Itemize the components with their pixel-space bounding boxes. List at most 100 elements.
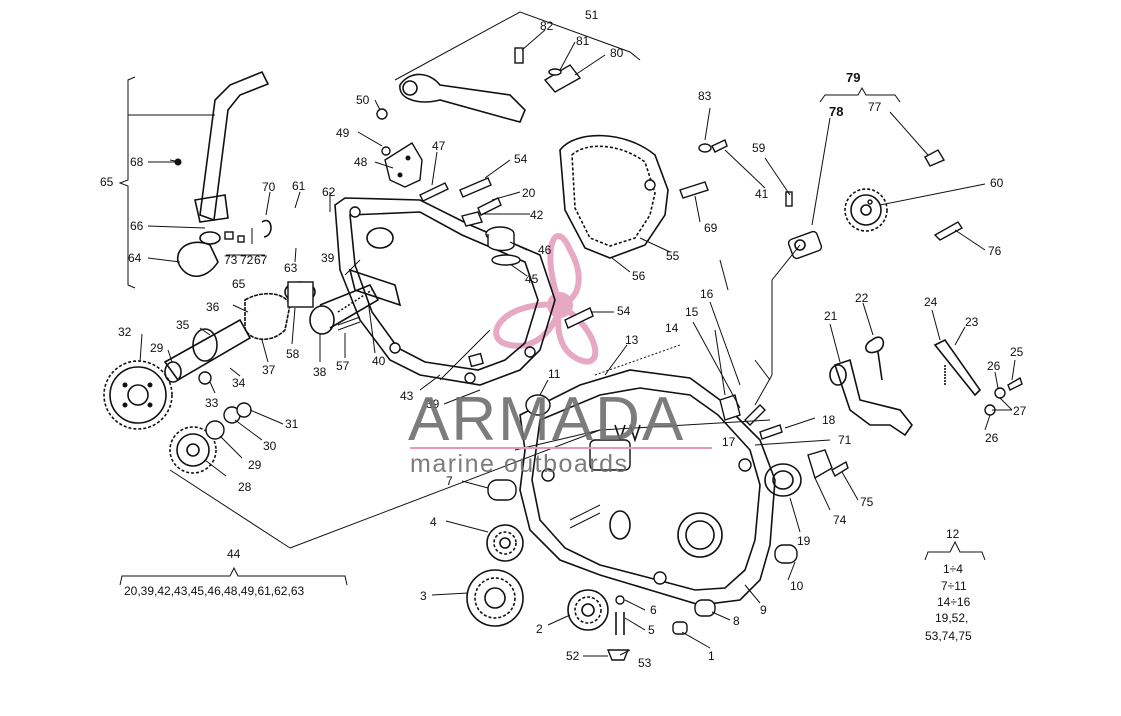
callout: 37 — [262, 363, 276, 377]
callout: 59 — [752, 141, 766, 155]
clutch-cover-55-56 — [559, 134, 728, 259]
callout: 25 — [1010, 345, 1024, 359]
callout: 72 — [240, 253, 254, 267]
callout-labels: 1 2 3 4 5 6 7 8 9 10 11 13 14 15 16 17 1… — [100, 8, 1027, 670]
callout: 81 — [576, 34, 590, 48]
callout: 36 — [206, 300, 220, 314]
kit-12-line: 19,52, — [935, 611, 968, 625]
callout: 17 — [722, 435, 736, 449]
oil-pump-sprocket — [785, 149, 964, 260]
fasteners-47-54-20-42-46-45 — [419, 177, 594, 329]
callout: 23 — [965, 315, 979, 329]
callout: 45 — [525, 272, 539, 286]
callout: 24 — [924, 295, 938, 309]
kit-12-line: 7÷11 — [941, 579, 967, 593]
callout: 29 — [248, 458, 262, 472]
kit-12-line: 1÷4 — [943, 562, 963, 576]
gear-selector-levers — [829, 336, 1023, 437]
callout: 26 — [987, 359, 1001, 373]
callout: 8 — [733, 614, 740, 628]
callout: 16 — [700, 287, 714, 301]
callout: 5 — [648, 623, 655, 637]
callout: 80 — [610, 46, 624, 60]
callout: 32 — [118, 325, 132, 339]
callout: 75 — [860, 495, 874, 509]
callout: 26 — [985, 431, 999, 445]
callout: 38 — [313, 365, 327, 379]
watermark-propeller-logo — [493, 233, 599, 365]
callout: 52 — [566, 649, 580, 663]
callout: 61 — [292, 179, 306, 193]
callout: 64 — [128, 251, 142, 265]
callout: 31 — [285, 417, 299, 431]
callout: 78 — [829, 104, 843, 119]
callout: 56 — [632, 269, 646, 283]
callout: 49 — [336, 126, 350, 140]
kit-12-line: 14÷16 — [937, 595, 971, 609]
callout: 55 — [666, 249, 680, 263]
callout: 54 — [617, 304, 631, 318]
callout: 66 — [130, 219, 144, 233]
watermark-brand: ARMADA — [408, 385, 685, 454]
callout: 21 — [824, 309, 838, 323]
callout: 65 — [100, 175, 114, 189]
callout: 28 — [238, 480, 252, 494]
callout: 65 — [232, 277, 246, 291]
callout: 39 — [321, 251, 335, 265]
callout: 15 — [685, 305, 699, 319]
callout: 57 — [336, 359, 350, 373]
kit-12-bracket — [924, 540, 986, 561]
callout: 19 — [797, 534, 811, 548]
callout: 29 — [150, 341, 164, 355]
callout: 70 — [262, 180, 276, 194]
callout: 51 — [585, 8, 599, 22]
kit-44-label: 44 — [227, 547, 241, 561]
callout: 71 — [838, 433, 852, 447]
callout: 74 — [833, 513, 847, 527]
leader-lines — [139, 29, 1016, 657]
callout: 48 — [354, 155, 368, 169]
callout: 60 — [990, 176, 1004, 190]
kickstart-lever — [169, 70, 270, 278]
kit-12-label: 12 — [946, 527, 960, 541]
seals-bushings — [487, 394, 849, 661]
gear-28 — [169, 426, 217, 474]
callout: 11 — [548, 367, 561, 381]
callout: 77 — [868, 100, 882, 114]
callout: 7 — [446, 474, 453, 488]
callout: 47 — [432, 139, 446, 153]
kit-12-line: 53,74,75 — [925, 629, 972, 643]
bearings-2-3-4 — [466, 524, 609, 631]
callout: 1 — [708, 649, 715, 663]
watermark-tagline: marine outboards — [410, 450, 629, 478]
callout: 14 — [665, 321, 679, 335]
callout: 3 — [420, 589, 427, 603]
callout: 41 — [755, 187, 769, 201]
callout: 82 — [540, 19, 554, 33]
callout: 42 — [530, 208, 544, 222]
callout: 30 — [263, 439, 277, 453]
callout: 73 — [224, 253, 238, 267]
large-gear-32 — [103, 360, 173, 430]
kickstart-small-parts — [224, 219, 272, 256]
watermark: ARMADA marine outboards — [408, 385, 712, 478]
callout: 22 — [855, 291, 869, 305]
callout: 40 — [372, 354, 386, 368]
callout: 67 — [254, 253, 268, 267]
kit-44-bracket — [119, 566, 348, 586]
callout: 43 — [400, 389, 414, 403]
callout: 83 — [698, 89, 712, 103]
callout: 76 — [988, 244, 1002, 258]
callout: 2 — [536, 622, 543, 636]
shaft-assembly — [163, 268, 402, 440]
bracket-48-49-50 — [376, 108, 423, 188]
callout: 54 — [514, 152, 528, 166]
callout: 33 — [205, 396, 219, 410]
callout: 69 — [704, 221, 718, 235]
callout: 13 — [625, 333, 639, 347]
callout: 34 — [232, 376, 246, 390]
callout: 18 — [822, 413, 836, 427]
callout: 63 — [284, 261, 298, 275]
callout: 35 — [176, 318, 190, 332]
